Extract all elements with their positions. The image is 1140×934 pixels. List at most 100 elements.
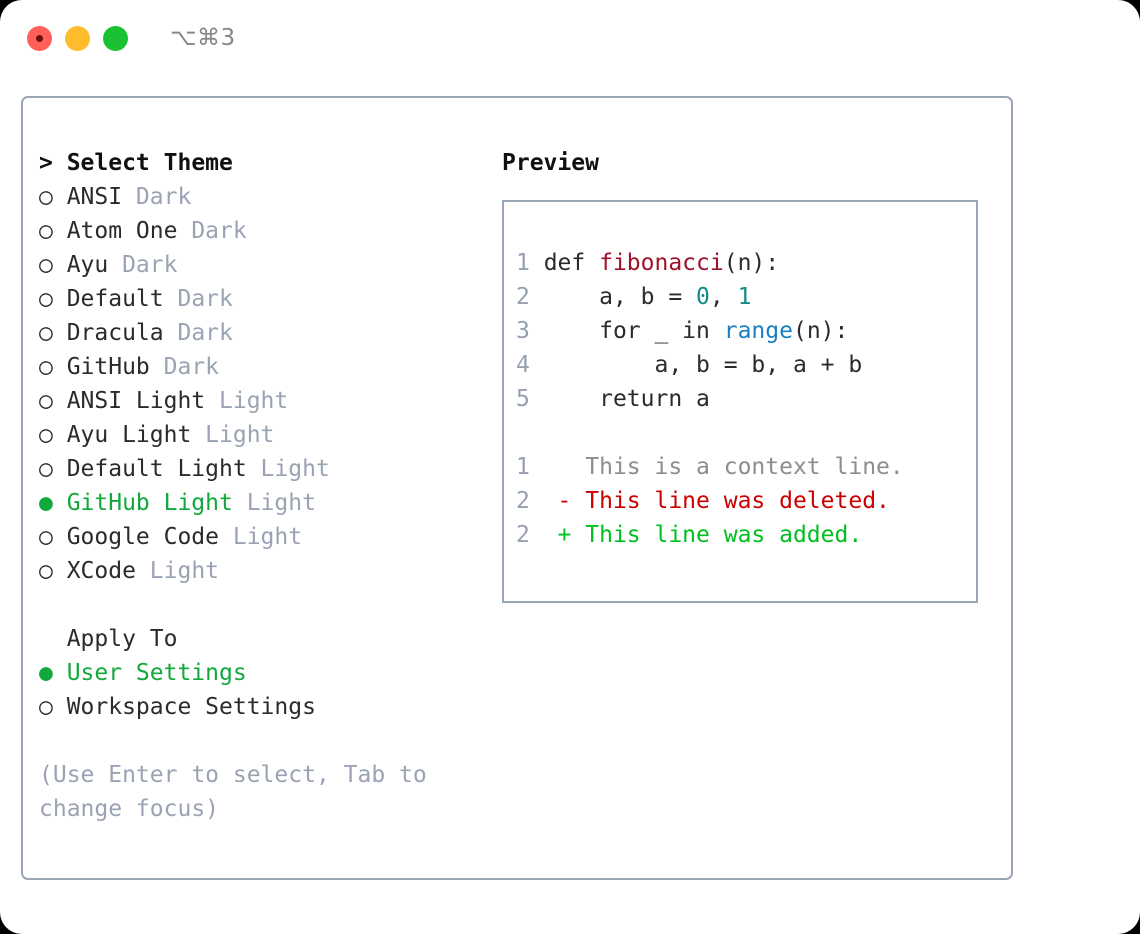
theme-item-category: Light [135, 558, 220, 584]
theme-item-label: ANSI Light [66, 388, 206, 414]
theme-item-github-light[interactable]: ● GitHub Light Light [39, 486, 489, 520]
keyboard-shortcut-label: ⌥⌘3 [170, 25, 236, 51]
code-token-plain: def [543, 250, 600, 276]
code-line: 3 for _ in range(n): [516, 314, 968, 348]
radio-unselected-icon: ○ [39, 388, 67, 414]
theme-item-category: Light [246, 456, 330, 482]
theme-item-category: Dark [149, 354, 220, 380]
theme-item-label: XCode [66, 558, 136, 584]
theme-item-category: Light [219, 524, 303, 550]
code-line: 1 def fibonacci(n): [516, 246, 968, 280]
theme-item-ayu[interactable]: ○ Ayu Dark [39, 248, 489, 282]
preview-column: Preview 1 def fibonacci(n):2 a, b = 0, 1… [502, 146, 992, 603]
line-number: 1 [516, 454, 530, 480]
diff-line-context: 1 This is a context line. [516, 450, 968, 484]
theme-item-label: ANSI [66, 184, 123, 210]
code-token-plain: return a [543, 386, 710, 412]
theme-item-label: GitHub Light [66, 490, 233, 516]
code-line: 5 return a [516, 382, 968, 416]
keyboard-hint-text: (Use Enter to select, Tab to change focu… [39, 762, 441, 822]
code-token-plain: a, b = [543, 284, 697, 310]
theme-item-label: Default Light [66, 456, 247, 482]
line-number: 2 [516, 522, 530, 548]
minimize-button[interactable] [65, 25, 90, 51]
radio-unselected-icon: ○ [39, 422, 67, 448]
code-token-plain: for _ in [543, 318, 724, 344]
radio-unselected-icon: ○ [39, 286, 67, 312]
preview-title: Preview [502, 150, 599, 176]
theme-item-ansi[interactable]: ○ ANSI Dark [39, 180, 489, 214]
theme-item-label: Google Code [66, 524, 220, 550]
theme-list-column: > Select Theme ○ ANSI Dark○ Atom One Dar… [39, 146, 489, 826]
apply-to-list[interactable]: ● User Settings○ Workspace Settings [39, 656, 489, 724]
apply-to-item-label: Workspace Settings [66, 694, 316, 720]
line-number: 2 [516, 488, 530, 514]
theme-item-ansi-light[interactable]: ○ ANSI Light Light [39, 384, 489, 418]
apply-to-item-workspace-settings[interactable]: ○ Workspace Settings [39, 690, 489, 724]
theme-item-category: Light [205, 388, 289, 414]
theme-item-default[interactable]: ○ Default Dark [39, 282, 489, 316]
radio-unselected-icon: ○ [39, 320, 67, 346]
gutter-gap [530, 250, 544, 276]
theme-item-label: Default [66, 286, 164, 312]
radio-unselected-icon: ○ [39, 558, 67, 584]
diff-sign: + [557, 522, 586, 548]
diff-text: This is a context line. [585, 454, 904, 480]
code-token-call: range [723, 318, 793, 344]
theme-item-default-light[interactable]: ○ Default Light Light [39, 452, 489, 486]
diff-line-deleted: 2 - This line was deleted. [516, 484, 968, 518]
theme-item-category: Dark [177, 218, 247, 244]
gutter-gap [530, 386, 544, 412]
diff-text: This line was deleted. [585, 488, 890, 514]
theme-item-dracula[interactable]: ○ Dracula Dark [39, 316, 489, 350]
radio-unselected-icon: ○ [39, 252, 67, 278]
apply-to-item-label: User Settings [66, 660, 247, 686]
theme-item-category: Light [191, 422, 275, 448]
theme-item-label: Ayu Light [66, 422, 192, 448]
radio-unselected-icon: ○ [39, 184, 67, 210]
gutter-gap [530, 284, 544, 310]
diff-text: This line was added. [585, 522, 863, 548]
title-bar: ⌥⌘3 [0, 0, 1140, 76]
window-controls [27, 25, 128, 51]
code-diff-separator [516, 416, 968, 450]
code-token-num: 0 [696, 284, 710, 310]
theme-list[interactable]: ○ ANSI Dark○ Atom One Dark○ Ayu Dark○ De… [39, 180, 489, 588]
diff-sign: - [557, 488, 586, 514]
diff-sign [558, 454, 586, 480]
select-theme-header: > Select Theme [39, 150, 233, 176]
line-number: 4 [516, 352, 530, 378]
code-token-plain: (n): [792, 318, 849, 344]
preview-code: 1 def fibonacci(n): 2 a, b = 0, 1 3 for _ … [516, 246, 968, 552]
radio-unselected-icon: ○ [39, 524, 67, 550]
gutter-gap [530, 318, 544, 344]
close-button[interactable] [27, 25, 52, 51]
theme-item-category: Dark [108, 252, 178, 278]
diff-block: 1 This is a context line.2 - This line w… [516, 450, 968, 552]
theme-selector-panel: > Select Theme ○ ANSI Dark○ Atom One Dar… [21, 96, 1013, 880]
radio-unselected-icon: ○ [39, 456, 67, 482]
theme-item-category: Dark [163, 286, 233, 312]
maximize-button[interactable] [103, 25, 128, 51]
theme-item-google-code[interactable]: ○ Google Code Light [39, 520, 489, 554]
code-token-fn: fibonacci [599, 250, 724, 276]
radio-unselected-icon: ○ [39, 354, 67, 380]
theme-item-github[interactable]: ○ GitHub Dark [39, 350, 489, 384]
list-spacer [39, 588, 489, 622]
apply-to-item-user-settings[interactable]: ● User Settings [39, 656, 489, 690]
theme-item-ayu-light[interactable]: ○ Ayu Light Light [39, 418, 489, 452]
theme-item-label: Ayu [66, 252, 109, 278]
gutter-gap [530, 522, 558, 548]
code-line: 4 a, b = b, a + b [516, 348, 968, 382]
radio-selected-icon: ● [39, 660, 67, 686]
theme-item-xcode[interactable]: ○ XCode Light [39, 554, 489, 588]
radio-unselected-icon: ○ [39, 218, 67, 244]
gutter-gap [530, 488, 558, 514]
gutter-gap [530, 352, 544, 378]
line-number: 2 [516, 284, 530, 310]
theme-item-atom-one[interactable]: ○ Atom One Dark [39, 214, 489, 248]
code-token-plain: , [709, 284, 738, 310]
line-number: 5 [516, 386, 530, 412]
